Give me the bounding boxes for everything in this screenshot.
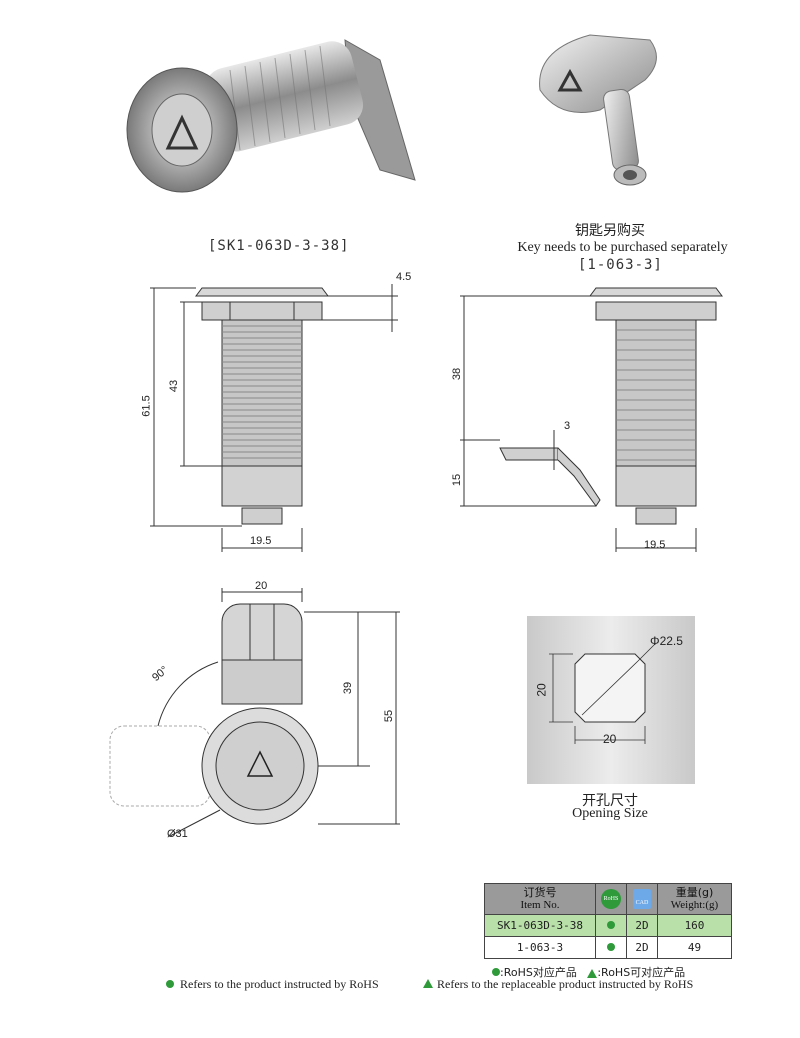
- dim-cam: 3: [564, 420, 571, 432]
- header-rohs: RoHS: [595, 883, 627, 915]
- dim-cam-length: 39: [342, 681, 355, 695]
- opening-size-panel: [527, 616, 695, 784]
- opening-title-cn: 开孔尺寸: [582, 793, 638, 809]
- table-header: 订货号 Item No. RoHS CAD 重量(g) Weight:(g): [484, 883, 732, 915]
- opening-shape: [549, 643, 656, 744]
- opening-height: 20: [534, 683, 549, 697]
- dim-front-total: 55: [383, 709, 396, 723]
- dim-width-2: 19.5: [644, 539, 666, 551]
- row-rohs: [595, 914, 627, 937]
- key-note-en: Key needs to be purchased separately: [517, 240, 728, 255]
- row-weight: 49: [657, 936, 732, 959]
- row-item: SK1-063D-3-38: [484, 914, 596, 937]
- row-rohs: [595, 936, 627, 959]
- item-table: 订货号 Item No. RoHS CAD 重量(g) Weight:(g) S…: [484, 883, 732, 959]
- dim-total-height: 61.5: [140, 395, 153, 417]
- lock-model-caption: [SK1-063D-3-38]: [208, 238, 350, 254]
- replace-triangle-icon: [423, 979, 433, 988]
- header-weight: 重量(g) Weight:(g): [657, 883, 732, 915]
- header-item: 订货号 Item No.: [484, 883, 596, 915]
- dim-thread-height: 43: [168, 379, 181, 393]
- legend: :RoHS对应产品 :RoHS可对应产品: [492, 964, 685, 980]
- dim-width-1: 19.5: [250, 535, 272, 547]
- dim-flange: 4.5: [396, 271, 412, 283]
- cam-lock-photo: [126, 39, 416, 193]
- key-photo: [539, 34, 657, 186]
- row-item: 1-063-3: [484, 936, 596, 959]
- rohs-dot-icon: [607, 943, 615, 951]
- side-view-2-drawing: [460, 287, 723, 552]
- row-weight: 160: [657, 914, 732, 937]
- key-note-cn: 钥匙另购买: [575, 223, 645, 239]
- front-view-drawing: [109, 588, 400, 837]
- dim-upper: 38: [451, 367, 464, 381]
- row-cad[interactable]: 2D: [626, 914, 658, 937]
- opening-width: 20: [603, 732, 617, 746]
- dim-lower: 15: [451, 473, 464, 487]
- key-model-caption: [1-063-3]: [578, 257, 663, 273]
- rohs-dot-icon: [607, 921, 615, 929]
- replace-triangle-icon: [587, 968, 598, 978]
- table-row: SK1-063D-3-38 2D 160: [484, 914, 732, 937]
- row-cad[interactable]: 2D: [626, 936, 658, 959]
- opening-title-en: Opening Size: [572, 806, 648, 821]
- header-cad: CAD: [626, 883, 658, 915]
- opening-diameter: Φ22.5: [650, 634, 683, 648]
- dim-diameter: Ø31: [167, 828, 188, 840]
- side-view-drawing: [150, 284, 398, 552]
- table-row: 1-063-3 2D 49: [484, 936, 732, 959]
- rohs-dot-icon: [492, 968, 500, 976]
- cad-icon: CAD: [633, 889, 651, 909]
- dim-front-width: 20: [255, 580, 268, 592]
- rohs-icon: RoHS: [601, 889, 621, 909]
- rohs-dot-icon: [166, 980, 174, 988]
